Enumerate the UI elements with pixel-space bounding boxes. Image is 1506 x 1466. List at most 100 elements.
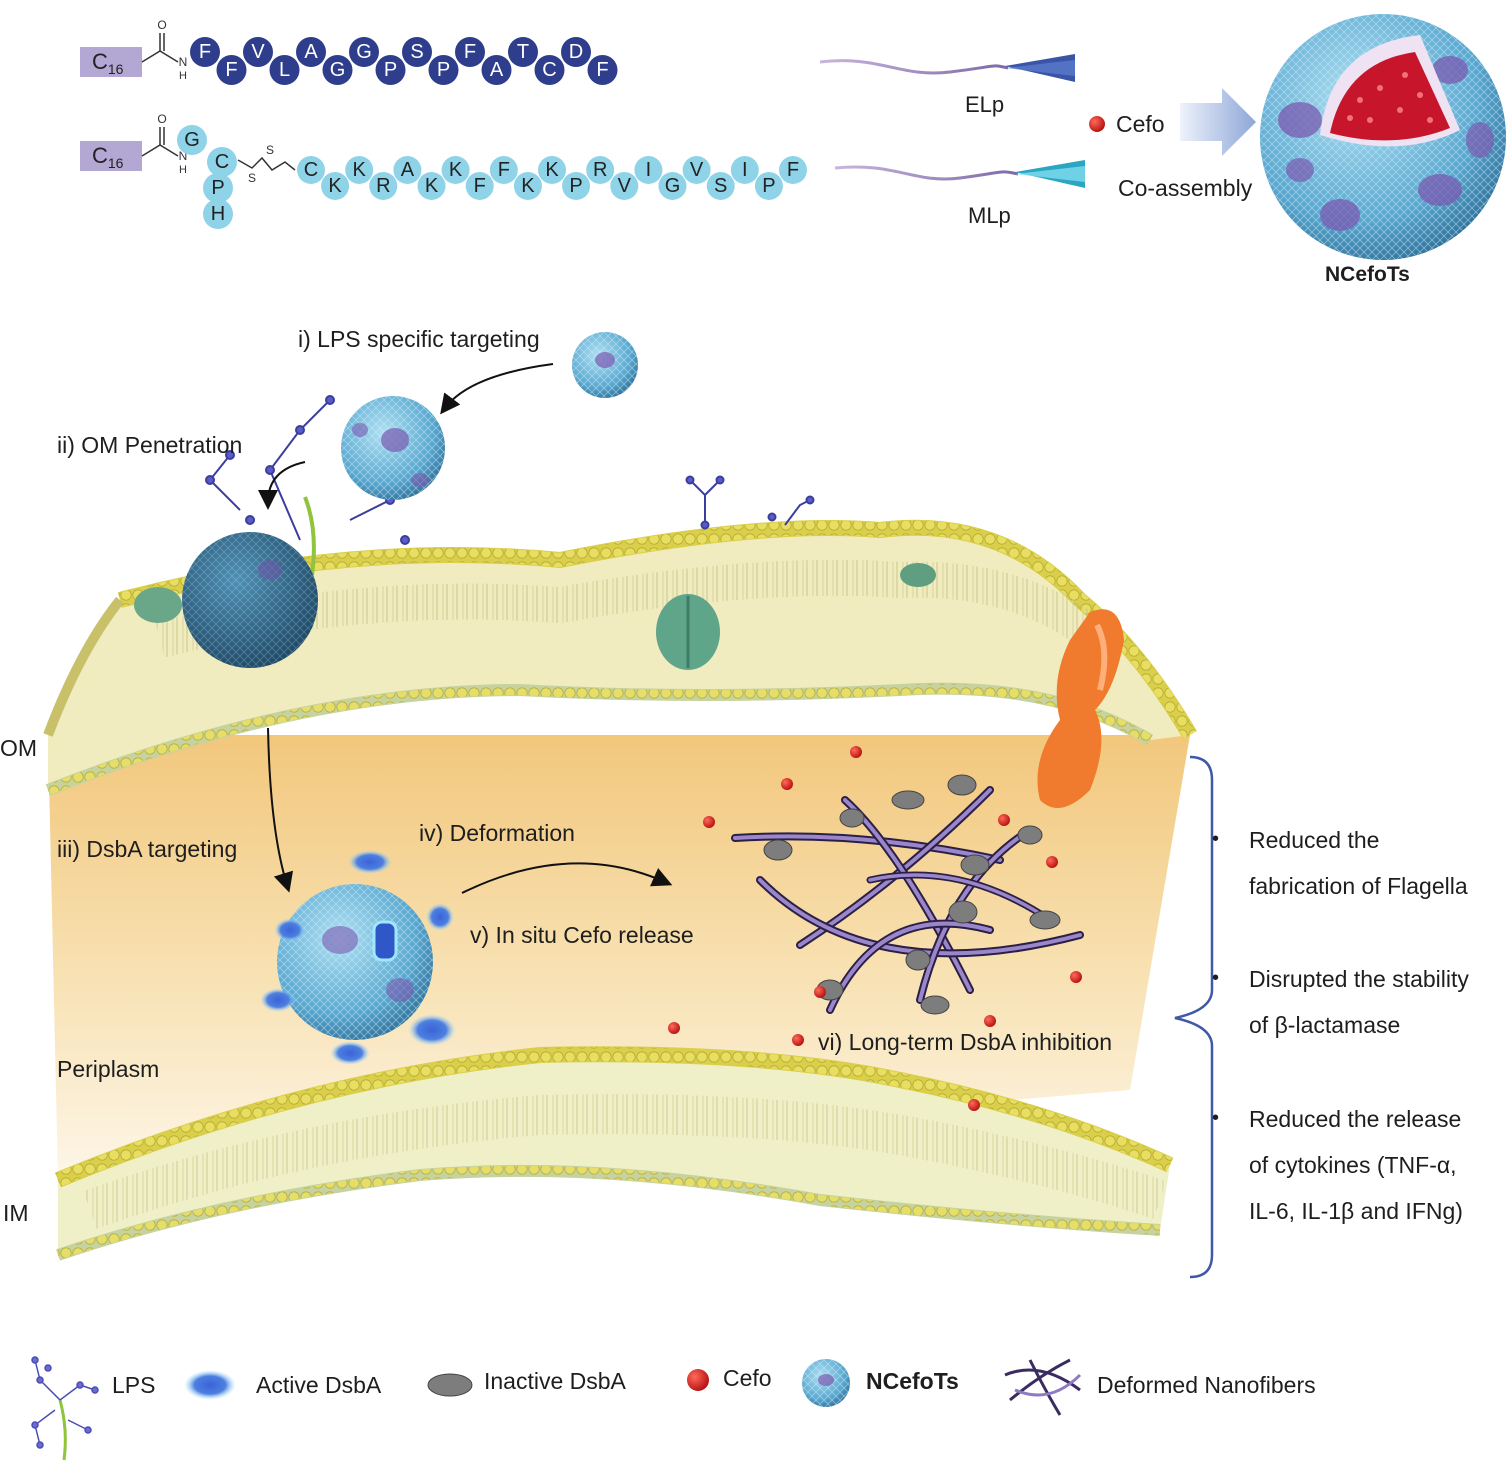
residue-mlp-20 [779, 156, 807, 184]
released-cefo-dots [668, 746, 1082, 1111]
residue-mlp-2-letter: K [353, 159, 367, 181]
residue-mlp-4-letter: A [401, 159, 415, 181]
arrow-step-iii [267, 727, 294, 893]
residue-mlp-branch-1 [207, 147, 237, 177]
residue-mlp-4 [393, 156, 422, 184]
residue-elp-11-letter: A [490, 59, 504, 81]
bullet-3: • [1212, 1107, 1220, 1129]
residue-mlp-16 [682, 156, 711, 184]
residue-mlp-branch-2-letter: P [211, 177, 224, 199]
residue-mlp-branch-3 [203, 199, 233, 229]
arrow-step-ii [258, 461, 306, 510]
residue-elp-6-letter: G [356, 41, 372, 63]
c16-tail-label: C16 [92, 143, 124, 171]
legend-active-dsba-label: Active DsbA [256, 1372, 382, 1398]
residue-elp-15 [587, 55, 618, 85]
residue-mlp-branch-0-letter: G [184, 129, 200, 151]
legend-lps-label: LPS [112, 1372, 156, 1398]
legend-ncefots-label: NCefoTs [866, 1368, 959, 1394]
residue-elp-14 [561, 37, 591, 67]
nitrogen-atom: N [179, 149, 188, 163]
effect-3-line3: IL-6, IL-1β and IFNg) [1249, 1198, 1463, 1224]
step-iii-label: iii) DsbA targeting [57, 836, 238, 862]
residue-mlp-15 [658, 172, 687, 200]
residue-mlp-3 [369, 172, 398, 200]
ncefots-floating [341, 396, 445, 500]
residue-mlp-16-letter: V [690, 159, 704, 181]
residue-mlp-3-letter: R [376, 175, 390, 197]
mlp-label: MLp [968, 203, 1011, 228]
residue-elp-1 [216, 55, 247, 85]
residue-mlp-1-letter: K [328, 175, 342, 197]
residue-elp-3 [269, 55, 300, 85]
residue-mlp-17-letter: S [714, 175, 727, 197]
residue-elp-0-letter: F [199, 41, 211, 63]
deformed-nanofibers [731, 786, 1084, 1014]
sulfur-atom-1: S [248, 171, 256, 185]
residue-elp-12 [508, 37, 538, 67]
residue-mlp-branch-3-letter: H [211, 203, 225, 225]
residue-mlp-0-letter: C [304, 159, 318, 181]
residue-elp-10 [455, 37, 485, 67]
residue-elp-1-letter: F [225, 59, 237, 81]
bullet-1: • [1212, 828, 1220, 850]
residue-elp-5 [322, 55, 353, 85]
c16-tail-box [80, 141, 142, 171]
lps-molecules [205, 395, 815, 545]
residue-mlp-13 [610, 172, 639, 200]
legend-inactive-dsba-icon [427, 1373, 473, 1397]
residue-mlp-10 [538, 156, 566, 184]
effect-3-line1: Reduced the release [1249, 1106, 1462, 1132]
arrow-step-iv [461, 862, 673, 894]
residue-mlp-12-letter: R [593, 159, 607, 181]
bullet-2: • [1212, 967, 1220, 989]
legend-cefo-icon [687, 1369, 709, 1391]
legend-nanofibers-label: Deformed Nanofibers [1097, 1372, 1316, 1398]
residue-mlp-19 [754, 172, 783, 200]
hydrogen-atom: H [179, 70, 187, 82]
residue-mlp-7-letter: F [474, 175, 486, 197]
residue-mlp-branch-2 [203, 173, 233, 203]
effects-brace [1174, 755, 1214, 1279]
residue-mlp-1 [321, 172, 350, 200]
residue-mlp-15-letter: G [665, 175, 681, 197]
step-iv-label: iv) Deformation [419, 820, 575, 846]
residue-elp-9 [428, 55, 459, 85]
ncefots-particle-large [1260, 14, 1506, 260]
residue-mlp-8 [489, 156, 518, 184]
inner-membrane [54, 1046, 1174, 1261]
residue-elp-12-letter: T [517, 41, 529, 63]
legend-inactive-dsba-label: Inactive DsbA [484, 1368, 626, 1394]
residue-mlp-branch-0 [177, 125, 207, 155]
oxygen-atom: O [157, 112, 166, 126]
effect-3-line2: of cytokines (TNF-α, [1249, 1152, 1457, 1178]
residue-mlp-2 [345, 156, 374, 184]
effect-1-line2: fabrication of Flagella [1249, 873, 1468, 899]
effect-2-line2: of β-lactamase [1249, 1012, 1401, 1038]
coassembly-arrow [1180, 88, 1256, 156]
oxygen-atom: O [157, 18, 166, 32]
ncefots-title: NCefoTs [1325, 263, 1410, 286]
residue-elp-15-letter: F [596, 59, 608, 81]
hydrogen-atom: H [179, 164, 187, 176]
residue-mlp-18-letter: I [742, 159, 748, 181]
residue-mlp-19-letter: P [762, 175, 775, 197]
residue-mlp-branch-1-letter: C [215, 151, 229, 173]
porin-protein-right [900, 563, 936, 587]
residue-elp-0 [190, 37, 220, 67]
residue-elp-11 [481, 55, 512, 85]
legend-nanofibers-icon [1004, 1358, 1082, 1416]
periplasm-label: Periplasm [57, 1056, 160, 1082]
c16-tail-box [80, 47, 142, 77]
residue-elp-8-letter: S [410, 41, 423, 63]
elp-label: ELp [965, 92, 1005, 117]
residue-mlp-14-letter: I [646, 159, 652, 181]
residue-elp-8 [402, 37, 432, 67]
residue-mlp-5-letter: K [425, 175, 439, 197]
residue-mlp-6 [441, 156, 470, 184]
arrow-step-i [440, 363, 554, 415]
